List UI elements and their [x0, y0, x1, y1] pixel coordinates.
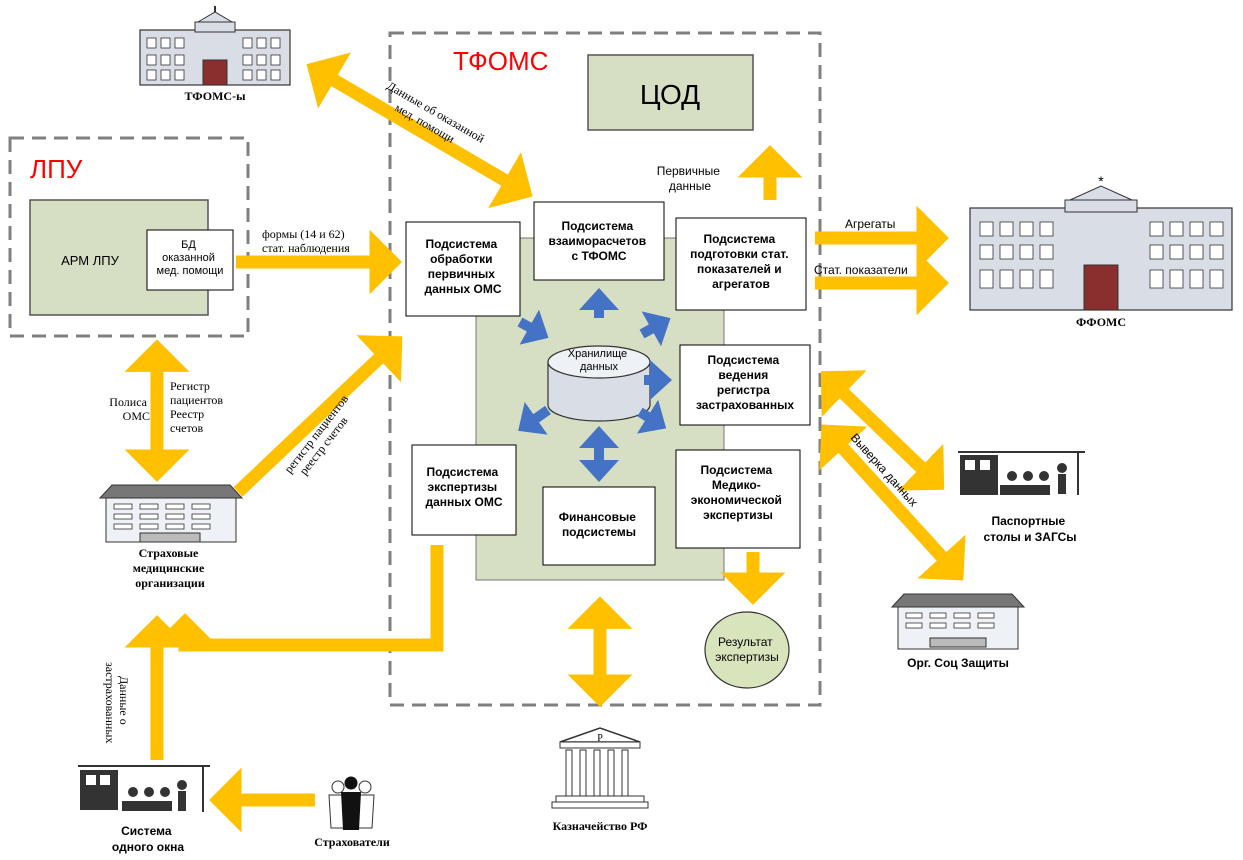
passport-office-icon [958, 451, 1085, 495]
insurers-label: Страхователи [314, 835, 390, 849]
tfoms-title: ТФОМС [453, 46, 548, 76]
storage-label: Хранилище данных [568, 348, 630, 373]
registers-label: Регистр пациентов Реестр счетов [170, 379, 226, 435]
subsys-primary-box [405, 221, 521, 317]
subsys-settlements-label: Подсистема взаиморасчетов с ТФОМС [549, 219, 650, 263]
treasury-label: Казначейство РФ [553, 819, 648, 833]
storage-arrows [517, 288, 672, 482]
subsys-stats-label: Подсистема подготовки стат. показателей … [690, 232, 792, 291]
smo-building-icon [98, 484, 244, 543]
subsys-finance-box [542, 486, 656, 566]
social-protection-icon [890, 593, 1026, 650]
arm-lpu-label: АРМ ЛПУ [61, 253, 120, 268]
insurers-people-icon [328, 776, 375, 830]
subsys-finance-label: Финансовые подсистемы [559, 510, 639, 539]
subsys-primary-label: Подсистема обработки первичных данных ОМ… [424, 237, 501, 296]
tfoms-building-icon [139, 6, 291, 86]
result-label: Результат экспертизы [715, 635, 778, 664]
bd-label: БД оказанной мед. помощи [157, 239, 224, 277]
subsys-medeco-label: Подсистема Медико- экономической эксперт… [691, 463, 786, 522]
subsys-expertise-label: Подсистема экспертизы данных ОМС [425, 465, 502, 509]
subsys-expertise-box [411, 444, 517, 536]
ffoms-building-icon: * [969, 173, 1233, 311]
passport-label: Паспортные столы и ЗАГСы [983, 514, 1076, 544]
treasury-building-icon [551, 727, 649, 809]
cod-box [587, 54, 754, 131]
lpu-title: ЛПУ [30, 154, 83, 184]
subsys-medeco-box [675, 449, 801, 549]
org-soc-label: Орг. Соц Защиты [907, 656, 1009, 670]
lpu-region [8, 136, 250, 338]
policies-label: Полиса ОМС [109, 395, 150, 423]
subsys-settlements-box [533, 201, 665, 281]
bd-box [146, 229, 234, 291]
flow-arrows [124, 52, 966, 833]
storage-cylinder [547, 345, 651, 422]
forms-label: формы (14 и 62) стат. наблюдения [262, 227, 350, 255]
ffoms-label: ФФОМС [1076, 315, 1126, 329]
svg-text:*: * [1098, 173, 1104, 189]
treasury-symbol: Р [597, 733, 603, 744]
subsys-registry-label: Подсистема ведения регистра застрахованн… [696, 353, 794, 412]
subsys-stats-box [675, 217, 807, 311]
subsys-registry-box [679, 344, 811, 426]
cod-label: ЦОД [640, 79, 700, 110]
one-window-icon [78, 765, 210, 812]
primary-data-label: Первичные данные [657, 164, 724, 193]
stat-indicators-label: Стат. показатели [814, 263, 908, 277]
tfoms-s-label: ТФОМС-ы [185, 89, 247, 103]
smo-label: Страховые медицинские организации [133, 546, 208, 590]
aggregates-label: Агрегаты [845, 217, 895, 231]
one-window-label: Система одного окна [112, 824, 184, 854]
result-ellipse [704, 611, 790, 689]
insured-data-label: Данные о застрахованных [103, 662, 131, 743]
